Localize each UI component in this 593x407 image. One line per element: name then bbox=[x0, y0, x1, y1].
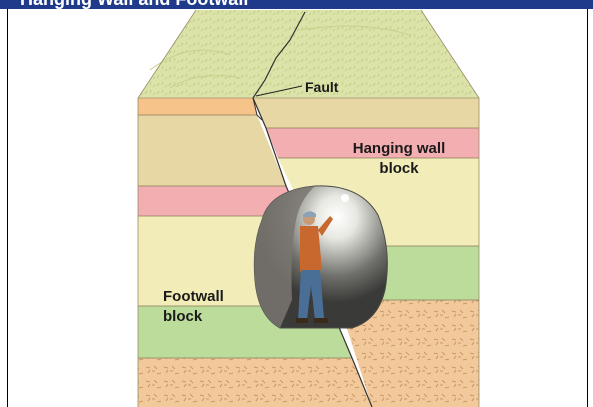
hanging-wall-label-line2: block bbox=[379, 160, 419, 177]
footwall-layer-speckled bbox=[138, 358, 372, 407]
footwall-label-line1: Footwall bbox=[163, 288, 224, 305]
hanging-wall-label-line1: Hanging wall bbox=[353, 140, 446, 157]
footwall-layer-orange bbox=[138, 98, 257, 115]
footwall-layer-tan bbox=[138, 115, 286, 186]
lamp-icon bbox=[341, 194, 349, 202]
footwall-label-line2: block bbox=[163, 308, 203, 325]
hanging-wall-layer-tan bbox=[253, 98, 479, 128]
fault-label: Fault bbox=[305, 79, 339, 95]
